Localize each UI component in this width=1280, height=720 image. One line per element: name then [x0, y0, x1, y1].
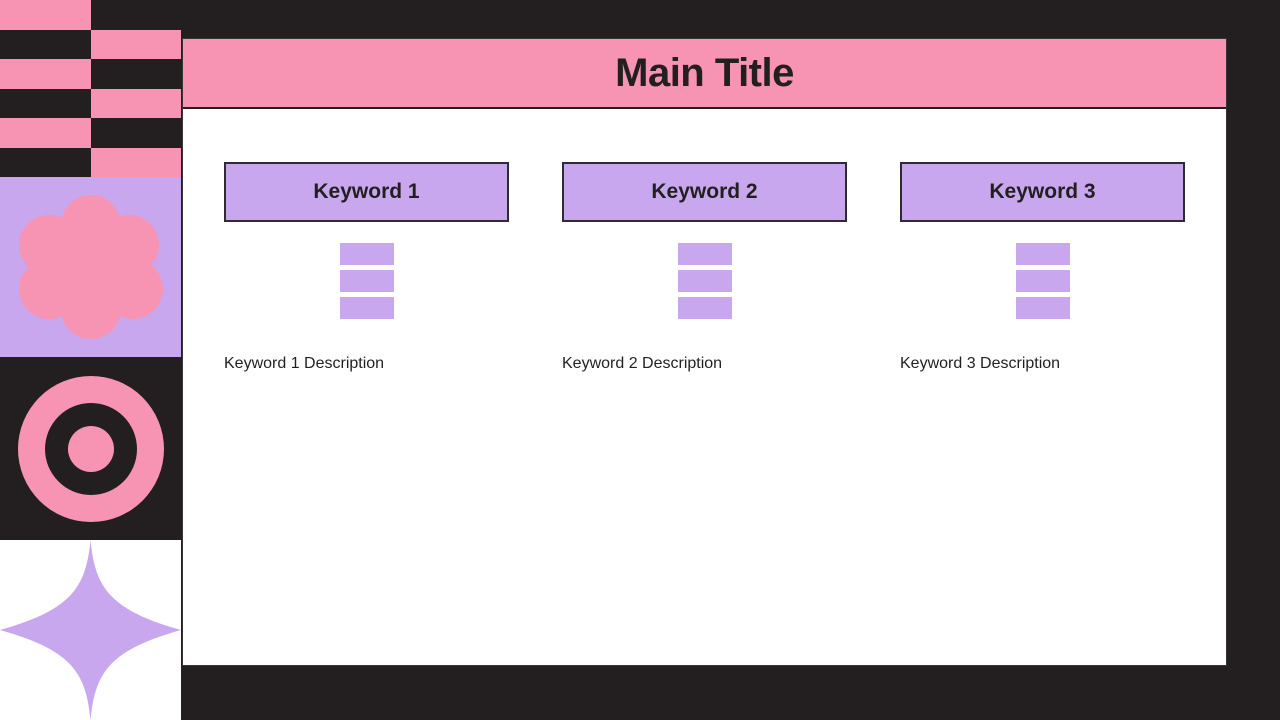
keyword-label: Keyword 2 — [651, 180, 758, 203]
description-text-1: Keyword 1 Description — [224, 355, 385, 372]
checker-cell — [90, 29, 181, 59]
bar-segment — [1015, 270, 1070, 292]
slide-card: Main Title Keyword 1 Keyword 1 Descripti… — [182, 38, 1227, 666]
star-panel — [0, 540, 181, 720]
flower-panel — [0, 177, 181, 357]
checker-cell — [0, 88, 91, 118]
decorative-sidebar — [0, 0, 181, 720]
slide-header: Main Title — [183, 39, 1226, 109]
checker-cell — [0, 118, 91, 148]
page-title: Main Title — [615, 50, 794, 95]
target-ring-outer — [17, 375, 164, 522]
bar-segment — [1015, 297, 1070, 319]
description-text-3: Keyword 3 Description — [900, 355, 1061, 372]
checkerboard-pattern — [0, 0, 181, 177]
four-point-star-shape — [0, 540, 181, 720]
slide-body: Keyword 1 Keyword 1 Description Keyword … — [183, 109, 1226, 663]
checker-cell — [90, 118, 181, 148]
icon-wrap-3 — [900, 222, 1185, 332]
column-1: Keyword 1 Keyword 1 Description — [224, 162, 509, 375]
column-3: Keyword 3 Keyword 3 Description — [900, 162, 1185, 375]
keyword-box-3[interactable]: Keyword 3 — [900, 162, 1185, 222]
checker-cell — [0, 0, 91, 30]
bar-segment — [677, 297, 732, 319]
keyword-box-2[interactable]: Keyword 2 — [562, 162, 847, 222]
checker-cell — [90, 147, 181, 177]
three-bars-icon — [1015, 243, 1070, 319]
bar-segment — [339, 297, 394, 319]
checker-cell — [0, 29, 91, 59]
bar-segment — [1015, 243, 1070, 265]
icon-wrap-1 — [224, 222, 509, 332]
checker-cell — [0, 147, 91, 177]
bar-segment — [339, 243, 394, 265]
icon-wrap-2 — [562, 222, 847, 332]
target-panel — [0, 357, 181, 540]
three-bars-icon — [339, 243, 394, 319]
flower-shape — [18, 195, 163, 339]
target-ring-inner — [67, 425, 114, 472]
bar-segment — [677, 270, 732, 292]
description-text-2: Keyword 2 Description — [562, 355, 723, 372]
checker-cell — [90, 59, 181, 89]
checker-cell — [90, 88, 181, 118]
bar-segment — [677, 243, 732, 265]
bar-segment — [339, 270, 394, 292]
columns-container: Keyword 1 Keyword 1 Description Keyword … — [183, 109, 1226, 375]
three-bars-icon — [677, 243, 732, 319]
checker-cell — [0, 59, 91, 89]
column-2: Keyword 2 Keyword 2 Description — [562, 162, 847, 375]
keyword-label: Keyword 3 — [989, 180, 1096, 203]
target-ring-middle — [44, 402, 137, 495]
keyword-box-1[interactable]: Keyword 1 — [224, 162, 509, 222]
keyword-label: Keyword 1 — [313, 180, 420, 203]
checker-cell — [90, 0, 181, 30]
